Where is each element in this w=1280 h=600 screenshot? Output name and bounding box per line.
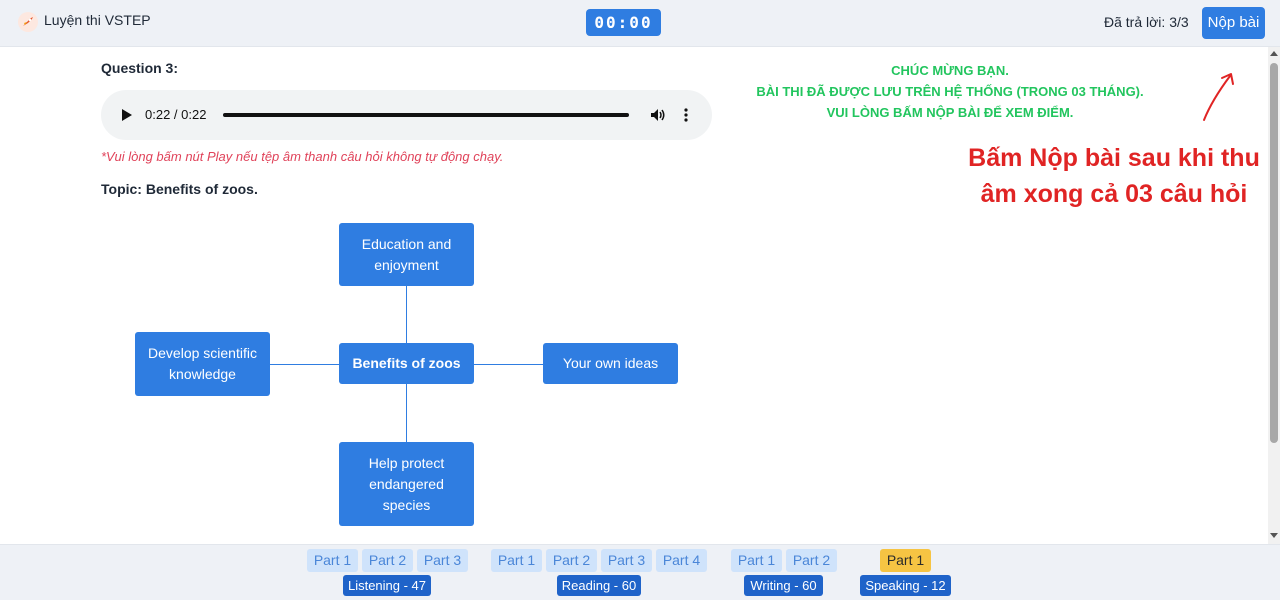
reading-part-1[interactable]: Part 1	[491, 549, 542, 572]
audio-hint: *Vui lòng bấm nút Play nếu tệp âm thanh …	[101, 149, 504, 164]
listening-part-3[interactable]: Part 3	[417, 549, 468, 572]
node-right: Your own ideas	[543, 343, 678, 384]
congrats-line-2: BÀI THI ĐÃ ĐƯỢC LƯU TRÊN HỆ THỐNG (TRONG…	[756, 84, 1144, 99]
connector-bottom	[406, 384, 407, 442]
congrats-line-1: CHÚC MỪNG BẠN.	[891, 63, 1009, 78]
submit-button[interactable]: Nộp bài	[1202, 7, 1265, 39]
node-left: Develop scientific knowledge	[135, 332, 270, 396]
reading-part-3[interactable]: Part 3	[601, 549, 652, 572]
scroll-up-icon[interactable]	[1270, 51, 1278, 56]
section-speaking[interactable]: Speaking - 12	[860, 575, 951, 596]
top-bar: Luyện thi VSTEP 00:00 Đã trả lời: 3/3 Nộ…	[0, 0, 1280, 47]
timer: 00:00	[586, 9, 661, 36]
rocket-logo-icon	[18, 12, 38, 32]
congrats-line-3: VUI LÒNG BẤM NỘP BÀI ĐỂ XEM ĐIỂM.	[826, 105, 1074, 120]
listening-part-1[interactable]: Part 1	[307, 549, 358, 572]
node-bottom: Help protect endangered species	[339, 442, 474, 526]
section-listening[interactable]: Listening - 47	[343, 575, 431, 596]
writing-part-1[interactable]: Part 1	[731, 549, 782, 572]
scroll-down-icon[interactable]	[1270, 533, 1278, 538]
question-title: Question 3:	[101, 60, 179, 76]
audio-player[interactable]: 0:22 / 0:22	[101, 90, 712, 140]
listening-part-2[interactable]: Part 2	[362, 549, 413, 572]
app-title: Luyện thi VSTEP	[44, 12, 151, 28]
answered-count: Đã trả lời: 3/3	[1104, 14, 1189, 30]
scroll-thumb[interactable]	[1270, 63, 1278, 443]
connector-left	[270, 364, 339, 365]
play-icon[interactable]	[122, 109, 132, 121]
node-top: Education and enjoyment	[339, 223, 474, 286]
topic: Topic: Benefits of zoos.	[101, 181, 258, 197]
speaking-part-1[interactable]: Part 1	[880, 549, 931, 572]
reading-part-2[interactable]: Part 2	[546, 549, 597, 572]
submit-instruction: Bấm Nộp bài sau khi thu âm xong cả 03 câ…	[968, 144, 1260, 208]
audio-time: 0:22 / 0:22	[145, 107, 207, 122]
audio-progress-bar[interactable]	[223, 113, 629, 117]
reading-part-4[interactable]: Part 4	[656, 549, 707, 572]
scrollbar[interactable]	[1268, 47, 1280, 544]
connector-right	[474, 364, 543, 365]
section-reading[interactable]: Reading - 60	[557, 575, 641, 596]
congrats-message: CHÚC MỪNG BẠN. BÀI THI ĐÃ ĐƯỢC LƯU TRÊN …	[720, 60, 1180, 123]
node-center: Benefits of zoos	[339, 343, 474, 384]
connector-top	[406, 286, 407, 343]
arrow-up-icon	[1203, 73, 1234, 121]
writing-part-2[interactable]: Part 2	[786, 549, 837, 572]
volume-icon[interactable]	[650, 107, 666, 123]
section-writing[interactable]: Writing - 60	[744, 575, 823, 596]
more-options-icon[interactable]	[683, 107, 689, 123]
